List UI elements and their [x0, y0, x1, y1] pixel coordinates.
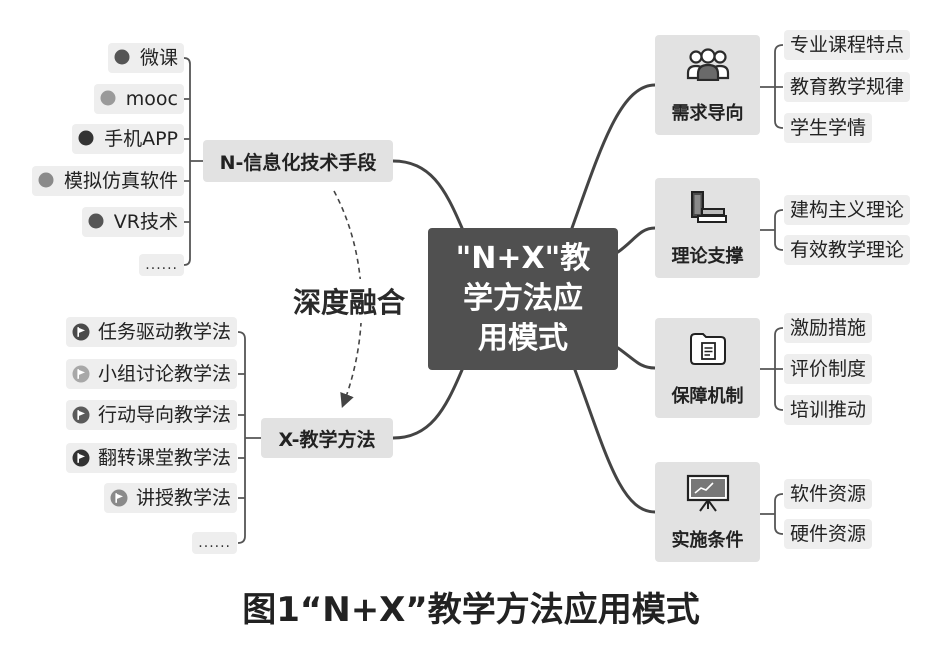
list-item: 有效教学理论 — [784, 235, 911, 265]
bracket-theory — [760, 209, 784, 251]
list-item: 任务驱动教学法 — [65, 317, 237, 347]
list-item: 行动导向教学法 — [65, 400, 237, 430]
list-item: 激励措施 — [784, 313, 873, 343]
connector-central-to-n-branch — [391, 159, 464, 230]
bullet-dot-icon — [114, 49, 132, 67]
connector-central-to-conditions — [573, 368, 657, 514]
n-branch-node: N-信息化技术手段 — [203, 140, 393, 182]
presentation-board-icon — [655, 474, 760, 512]
connector-central-to-guarantee — [616, 346, 657, 370]
bullet-dot-icon — [88, 213, 106, 231]
bracket-conditions — [760, 493, 784, 535]
connector-central-to-theory — [616, 226, 657, 254]
list-item: 学生学情 — [784, 113, 873, 143]
implementation-conditions-node: 实施条件 — [655, 462, 760, 562]
list-item-label: 讲授教学法 — [135, 487, 231, 509]
books-icon — [655, 190, 760, 226]
list-item: 微课 — [107, 43, 184, 73]
list-item: 专业课程特点 — [784, 30, 911, 60]
node-label: 保障机制 — [671, 386, 744, 407]
node-label: 实施条件 — [671, 530, 744, 551]
node-label: 需求导向 — [671, 103, 744, 124]
more-ellipsis: ...... — [192, 532, 237, 554]
flag-circle-icon — [72, 323, 90, 341]
connector-central-to-demand — [570, 83, 657, 230]
list-item: 培训推动 — [784, 395, 873, 425]
bracket-n-branch — [183, 57, 203, 266]
flag-circle-icon — [72, 406, 90, 424]
bracket-demand — [760, 44, 784, 129]
figure-caption: 图1“N+X”教学方法应用模式 — [242, 590, 700, 630]
list-item-label: VR技术 — [113, 211, 178, 233]
list-item-label: 微课 — [139, 47, 178, 69]
list-item: 硬件资源 — [784, 519, 873, 549]
guarantee-mechanism-node: 保障机制 — [655, 318, 760, 418]
flag-circle-icon — [110, 489, 128, 507]
node-label: 理论支撑 — [671, 246, 744, 267]
theory-support-node: 理论支撑 — [655, 178, 760, 278]
list-item: VR技术 — [81, 207, 184, 237]
bullet-dot-icon — [38, 172, 56, 190]
list-item-label: 任务驱动教学法 — [97, 321, 231, 343]
more-ellipsis: ...... — [139, 254, 184, 276]
central-node-line: 用模式 — [478, 321, 568, 356]
fusion-label: 深度融合 — [291, 279, 408, 323]
bracket-guarantee — [760, 327, 784, 411]
people-icon — [655, 47, 760, 81]
list-item-label: 行动导向教学法 — [97, 404, 231, 426]
list-item: 建构主义理论 — [784, 195, 911, 225]
list-item-label: 手机APP — [104, 128, 178, 150]
flag-circle-icon — [72, 365, 90, 383]
bracket-x-branch — [237, 331, 261, 544]
demand-orientation-node: 需求导向 — [655, 35, 760, 135]
list-item-label: 模拟仿真软件 — [63, 170, 178, 192]
list-item: 教育教学规律 — [784, 72, 911, 102]
bullet-dot-icon — [100, 90, 118, 108]
connector-central-to-x-branch — [391, 368, 464, 440]
list-item-label: mooc — [125, 88, 178, 110]
list-item: 软件资源 — [784, 479, 873, 509]
bullet-dot-icon — [78, 130, 96, 148]
list-item-label: 小组讨论教学法 — [97, 363, 231, 385]
list-item: 手机APP — [72, 124, 184, 154]
list-item: 评价制度 — [784, 354, 873, 384]
list-item: 翻转课堂教学法 — [65, 443, 237, 473]
x-branch-node: X-教学方法 — [261, 418, 393, 458]
list-item: mooc — [93, 84, 184, 114]
central-node: "N+X"教 学方法应 用模式 — [428, 228, 618, 370]
central-node-line: "N+X"教 — [455, 241, 591, 276]
central-node-line: 学方法应 — [463, 281, 583, 316]
list-item-label: 翻转课堂教学法 — [97, 447, 231, 469]
list-item: 模拟仿真软件 — [31, 166, 184, 196]
list-item: 小组讨论教学法 — [65, 359, 237, 389]
document-folder-icon — [655, 330, 760, 366]
flag-circle-icon — [72, 449, 90, 467]
list-item: 讲授教学法 — [103, 483, 237, 513]
